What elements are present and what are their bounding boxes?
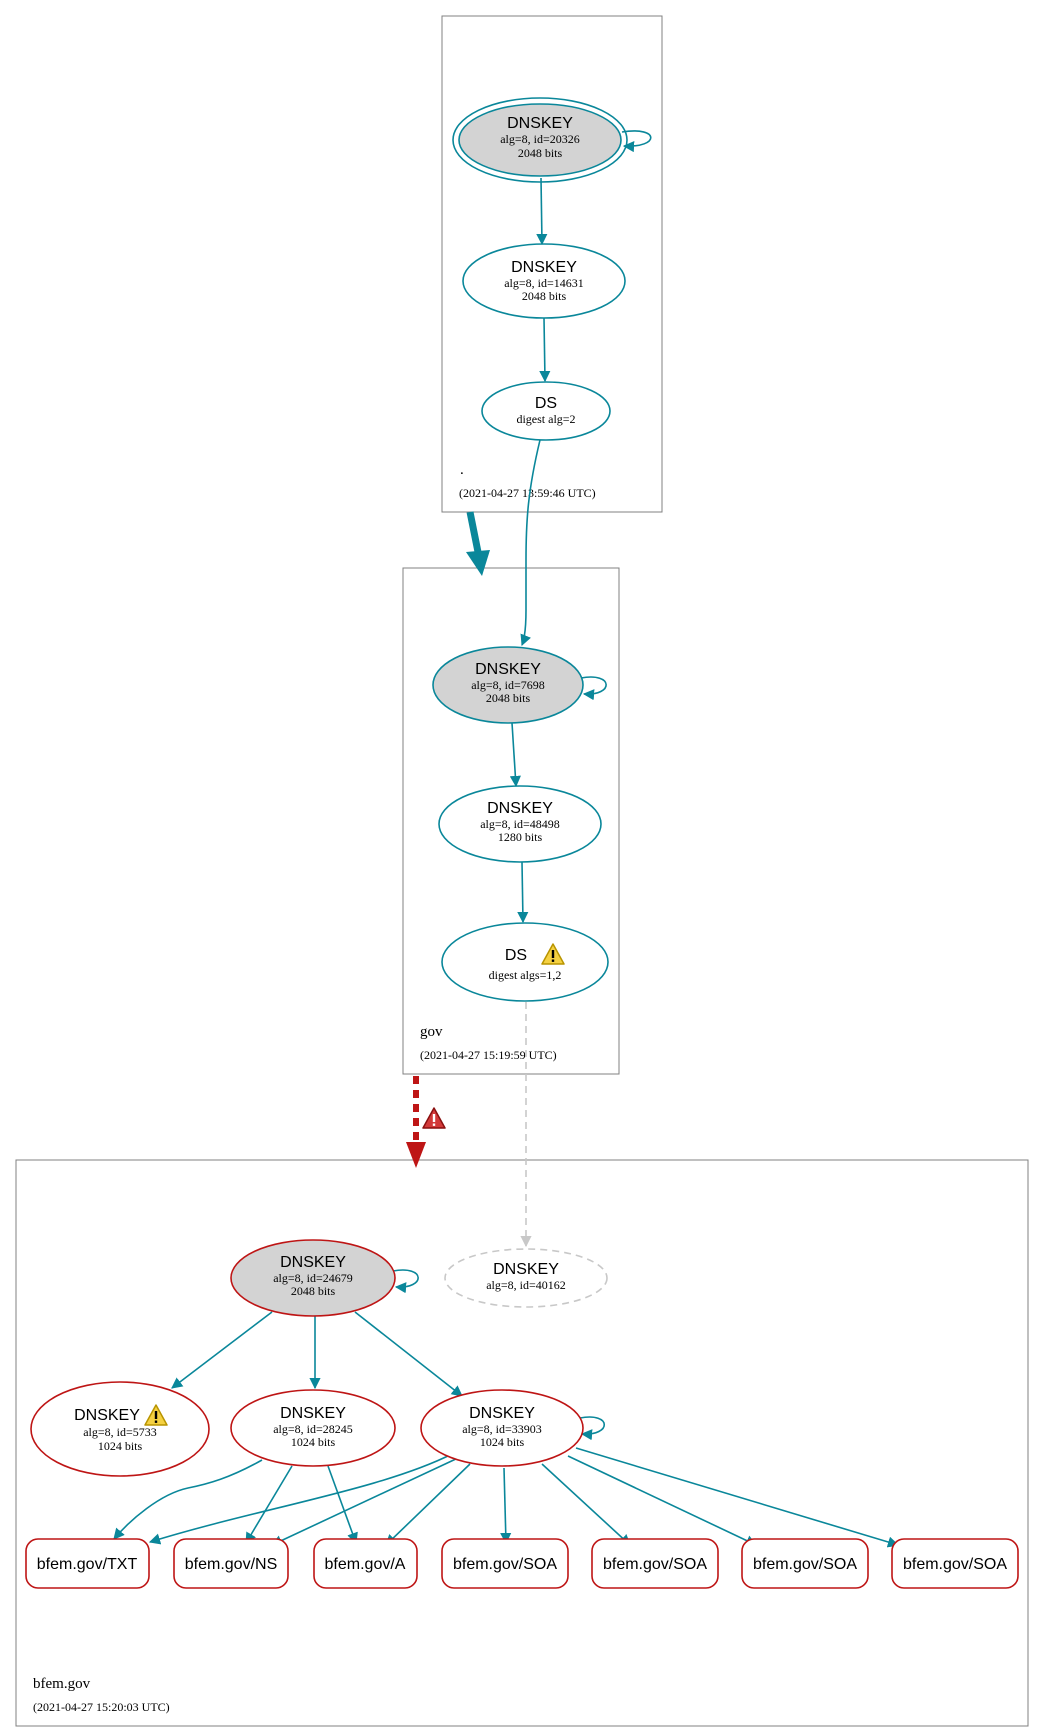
edge-k33903-to-ns — [270, 1457, 459, 1546]
edge-delegation-root-gov — [466, 511, 482, 553]
node-bfem-k33903-line2: 1024 bits — [480, 1435, 525, 1449]
zone-root-timestamp: (2021-04-27 13:59:46 UTC) — [459, 486, 596, 500]
node-bfem-k5733-line2: 1024 bits — [98, 1439, 143, 1453]
rrset-ns: bfem.gov/NS — [173, 1538, 289, 1589]
rrset-ns-label: bfem.gov/NS — [185, 1556, 277, 1573]
edge-k33903-to-soa1 — [500, 1467, 512, 1545]
node-root-zsk-line1: alg=8, id=14631 — [504, 276, 584, 290]
edge-root-ksk-to-zsk — [536, 177, 548, 246]
rrset-txt: bfem.gov/TXT — [25, 1538, 150, 1589]
edge-gov-zsk-to-ds — [517, 861, 529, 924]
rrset-soa-2: bfem.gov/SOA — [591, 1538, 719, 1589]
node-gov-ksk-title: DNSKEY — [475, 661, 541, 678]
zone-bfem-box — [15, 1159, 1029, 1727]
node-bfem-missing-title: DNSKEY — [493, 1261, 559, 1278]
node-gov-zsk: DNSKEY alg=8, id=48498 1280 bits — [438, 785, 602, 863]
rrset-soa-4: bfem.gov/SOA — [891, 1538, 1019, 1589]
edge-k28245-to-a — [327, 1465, 358, 1545]
node-root-ksk-title: DNSKEY — [507, 115, 573, 132]
zone-gov-timestamp: (2021-04-27 15:19:59 UTC) — [420, 1048, 557, 1062]
node-gov-ksk-line1: alg=8, id=7698 — [471, 678, 545, 692]
node-gov-zsk-title: DNSKEY — [487, 800, 553, 817]
node-root-ksk-line1: alg=8, id=20326 — [500, 132, 580, 146]
node-root-zsk-line2: 2048 bits — [522, 289, 567, 303]
edge-bfem-k33903-self — [579, 1416, 606, 1441]
node-root-zsk-title: DNSKEY — [511, 259, 577, 276]
edge-k28245-to-txt — [113, 1459, 263, 1540]
node-bfem-k28245-title: DNSKEY — [280, 1405, 346, 1422]
node-root-ds-line1: digest alg=2 — [516, 412, 575, 426]
zone-root-name: . — [460, 462, 464, 478]
rrset-soa-1: bfem.gov/SOA — [441, 1538, 569, 1589]
rrset-soa-3: bfem.gov/SOA — [741, 1538, 869, 1589]
zone-gov-name: gov — [420, 1024, 443, 1040]
rrset-soa-2-label: bfem.gov/SOA — [603, 1556, 707, 1573]
rrset-soa-1-label: bfem.gov/SOA — [453, 1556, 557, 1573]
edge-bfem-ksk-self — [392, 1269, 419, 1294]
node-bfem-k33903-line1: alg=8, id=33903 — [462, 1422, 542, 1436]
node-root-ds: DS digest alg=2 — [481, 381, 611, 441]
edge-gov-ksk-to-zsk — [509, 722, 521, 788]
node-gov-zsk-line1: alg=8, id=48498 — [480, 817, 560, 831]
edge-delegation-gov-bfem-head — [406, 1142, 426, 1168]
edge-gov-ksk-self — [580, 676, 607, 701]
node-root-zsk: DNSKEY alg=8, id=14631 2048 bits — [462, 243, 626, 319]
zone-gov-box — [402, 567, 620, 1075]
node-gov-ksk-line2: 2048 bits — [486, 691, 531, 705]
zone-bfem-name: bfem.gov — [33, 1676, 91, 1692]
rrset-soa-4-label: bfem.gov/SOA — [903, 1556, 1007, 1573]
edge-root-ds-to-gov-ksk — [520, 439, 541, 647]
zone-bfem-timestamp: (2021-04-27 15:20:03 UTC) — [33, 1700, 170, 1714]
node-bfem-k28245-line1: alg=8, id=28245 — [273, 1422, 353, 1436]
node-bfem-ksk-title: DNSKEY — [280, 1254, 346, 1271]
rrset-txt-label: bfem.gov/TXT — [37, 1556, 138, 1573]
edge-root-zsk-to-ds — [539, 317, 551, 383]
node-bfem-k5733-line1: alg=8, id=5733 — [83, 1425, 157, 1439]
rrset-soa-3-label: bfem.gov/SOA — [753, 1556, 857, 1573]
node-bfem-k33903-title: DNSKEY — [469, 1405, 535, 1422]
rrset-a: bfem.gov/A — [313, 1538, 418, 1589]
error-icon — [422, 1107, 446, 1129]
node-gov-ksk: DNSKEY alg=8, id=7698 2048 bits — [432, 646, 584, 724]
node-bfem-k5733: DNSKEY alg=8, id=5733 1024 bits — [30, 1381, 210, 1477]
node-root-ksk: DNSKEY alg=8, id=20326 2048 bits — [452, 97, 628, 183]
node-root-ds-title: DS — [535, 395, 557, 412]
node-gov-ds-title: DS — [505, 947, 527, 964]
edge-delegation-root-gov-head — [466, 550, 490, 576]
edge-k33903-to-a — [385, 1463, 471, 1546]
rrset-a-label: bfem.gov/A — [325, 1556, 406, 1573]
edge-k33903-to-soa3 — [567, 1455, 758, 1546]
node-root-ksk-line2: 2048 bits — [518, 146, 563, 160]
edge-k33903-to-txt — [148, 1453, 453, 1545]
zone-root-box — [441, 15, 663, 513]
edge-bfem-ksk-to-k5733 — [171, 1311, 273, 1389]
node-bfem-k33903: DNSKEY alg=8, id=33903 1024 bits — [420, 1389, 584, 1467]
node-bfem-k28245-line2: 1024 bits — [291, 1435, 336, 1449]
edge-bfem-ksk-to-k33903 — [354, 1311, 463, 1397]
node-bfem-missing-line1: alg=8, id=40162 — [486, 1278, 566, 1292]
node-gov-zsk-line2: 1280 bits — [498, 830, 543, 844]
node-bfem-missing-key: DNSKEY alg=8, id=40162 — [444, 1248, 608, 1308]
node-gov-ds: DS digest algs=1,2 — [441, 922, 609, 1002]
edge-root-ksk-self — [621, 130, 652, 153]
node-bfem-k28245: DNSKEY alg=8, id=28245 1024 bits — [230, 1389, 396, 1467]
edge-k33903-to-soa2 — [541, 1463, 631, 1546]
node-bfem-ksk: DNSKEY alg=8, id=24679 2048 bits — [230, 1239, 396, 1317]
node-bfem-k5733-title: DNSKEY — [74, 1407, 140, 1424]
node-bfem-ksk-line1: alg=8, id=24679 — [273, 1271, 353, 1285]
edge-k33903-to-soa4 — [575, 1447, 900, 1548]
node-gov-ds-line1: digest algs=1,2 — [489, 968, 562, 982]
node-bfem-ksk-line2: 2048 bits — [291, 1284, 336, 1298]
edge-k28245-to-ns — [245, 1465, 293, 1544]
